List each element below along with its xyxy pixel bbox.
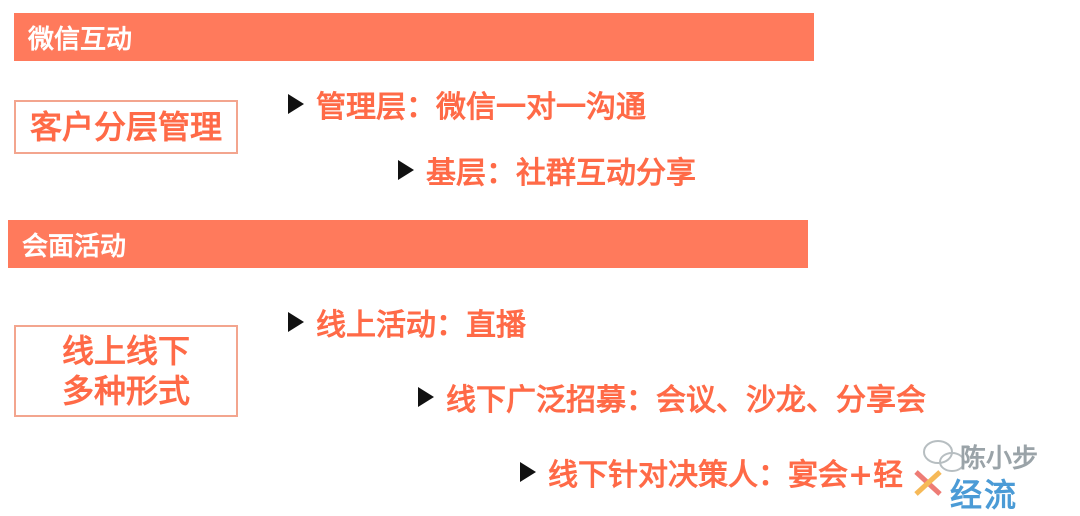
- triangle-bullet-icon: [520, 462, 536, 482]
- category-label-line: 多种形式: [61, 372, 190, 410]
- category-label-line: 线上线下: [61, 332, 190, 370]
- triangle-bullet-icon: [398, 160, 414, 180]
- bullet-item: 线上活动：直播: [288, 300, 526, 344]
- bullet-text: 管理层：微信一对一沟通: [316, 90, 646, 125]
- triangle-bullet-icon: [418, 387, 434, 407]
- section-banner-meetings: 会面活动: [8, 220, 808, 268]
- category-box-online-offline: 线上线下 多种形式: [14, 325, 238, 417]
- section-banner-wechat: 微信互动: [14, 13, 814, 61]
- section-title: 微信互动: [28, 24, 133, 55]
- category-box-customer-tiering: 客户分层管理: [14, 100, 238, 154]
- triangle-bullet-icon: [288, 312, 304, 332]
- watermark-logo-icon: [914, 440, 965, 496]
- bullet-item: 线下针对决策人：宴会+轻: [520, 450, 903, 494]
- bullet-item: 管理层：微信一对一沟通: [288, 82, 646, 126]
- watermark-text: 经流: [950, 476, 1019, 514]
- bullet-text: 线上活动：直播: [316, 308, 526, 343]
- watermark-text: 陈小步: [960, 444, 1039, 474]
- section-title: 会面活动: [22, 231, 127, 262]
- bullet-text: 线下广泛招募：会议、沙龙、分享会: [446, 383, 926, 418]
- bullet-item: 基层：社群互动分享: [398, 148, 696, 192]
- bullet-item: 线下广泛招募：会议、沙龙、分享会: [418, 375, 926, 419]
- bullet-text: 线下针对决策人：宴会+轻: [548, 458, 904, 493]
- triangle-bullet-icon: [288, 94, 304, 114]
- bullet-text: 基层：社群互动分享: [426, 156, 696, 191]
- category-label: 客户分层管理: [29, 108, 222, 146]
